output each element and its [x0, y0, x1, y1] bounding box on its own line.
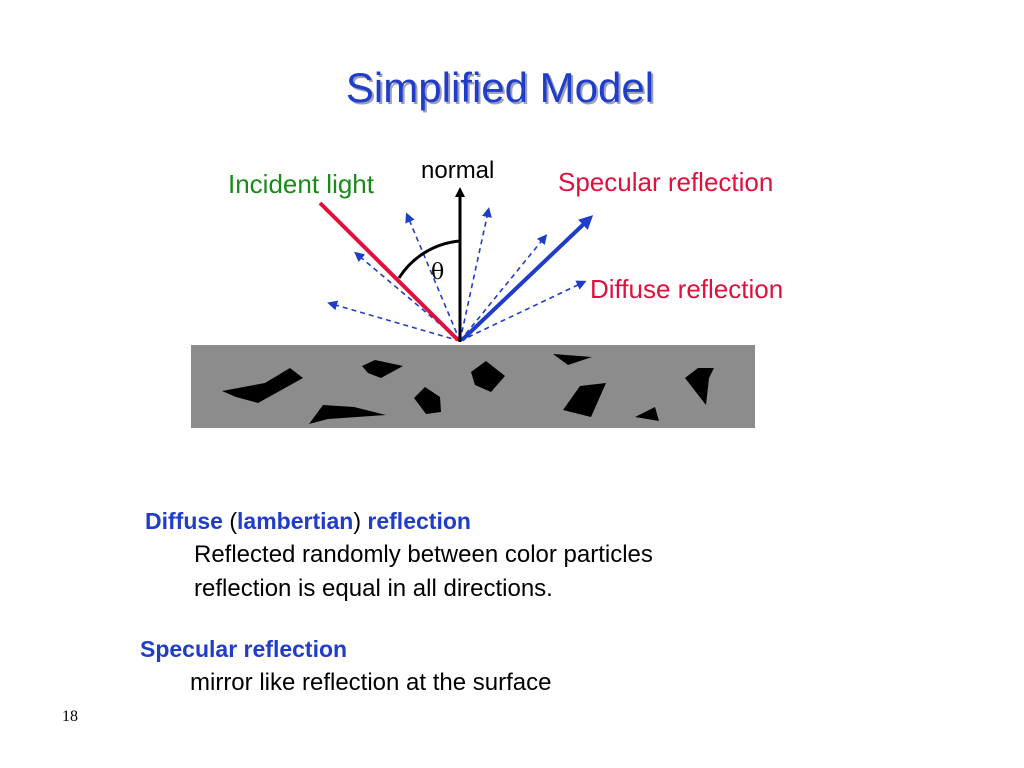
particle [471, 361, 505, 392]
diffuse-ray [459, 234, 548, 342]
specular-reflection-ray [460, 215, 594, 342]
particle [362, 360, 403, 378]
specular-heading: Specular reflection [140, 636, 348, 662]
diffuse-ray [327, 300, 461, 342]
diffuse-ray [405, 212, 461, 342]
reflection-word: reflection [367, 508, 471, 534]
slide-title: Simplified Model [345, 64, 655, 111]
incident-light-label: Incident light [228, 169, 375, 199]
incident-light-ray [318, 201, 460, 342]
diffuse-reflection-label: Diffuse reflection [590, 274, 783, 304]
paren-close: ) [353, 508, 362, 534]
specular-line-1: mirror like reflection at the surface [190, 669, 552, 696]
theta-label: θ [431, 260, 444, 285]
particle [309, 405, 386, 424]
diffuse-ray [459, 280, 587, 342]
diffuse-line-1: Reflected randomly between color particl… [194, 541, 653, 568]
particle [222, 368, 303, 403]
diffuse-heading-word: Diffuse [145, 508, 223, 534]
particle [635, 407, 659, 421]
color-particles [222, 354, 714, 424]
diffuse-ray [459, 207, 492, 342]
diffuse-rays [327, 207, 587, 342]
diffuse-heading: Diffuse (lambertian) reflection [145, 508, 471, 535]
paren-open: ( [229, 508, 238, 534]
lambertian-word: lambertian [237, 508, 354, 534]
particle [414, 387, 441, 414]
angle-arc [397, 239, 461, 279]
diffuse-line-2: reflection is equal in all directions. [194, 575, 553, 602]
particle [553, 354, 592, 365]
normal-label: normal [421, 157, 494, 184]
particle [685, 368, 714, 405]
page-number: 18 [62, 708, 78, 725]
specular-reflection-label: Specular reflection [558, 167, 773, 197]
reflection-diagram: normal Incident light Specular reflectio… [191, 157, 783, 428]
diffuse-section: Diffuse (lambertian) reflection [145, 508, 471, 535]
particle [563, 383, 606, 417]
